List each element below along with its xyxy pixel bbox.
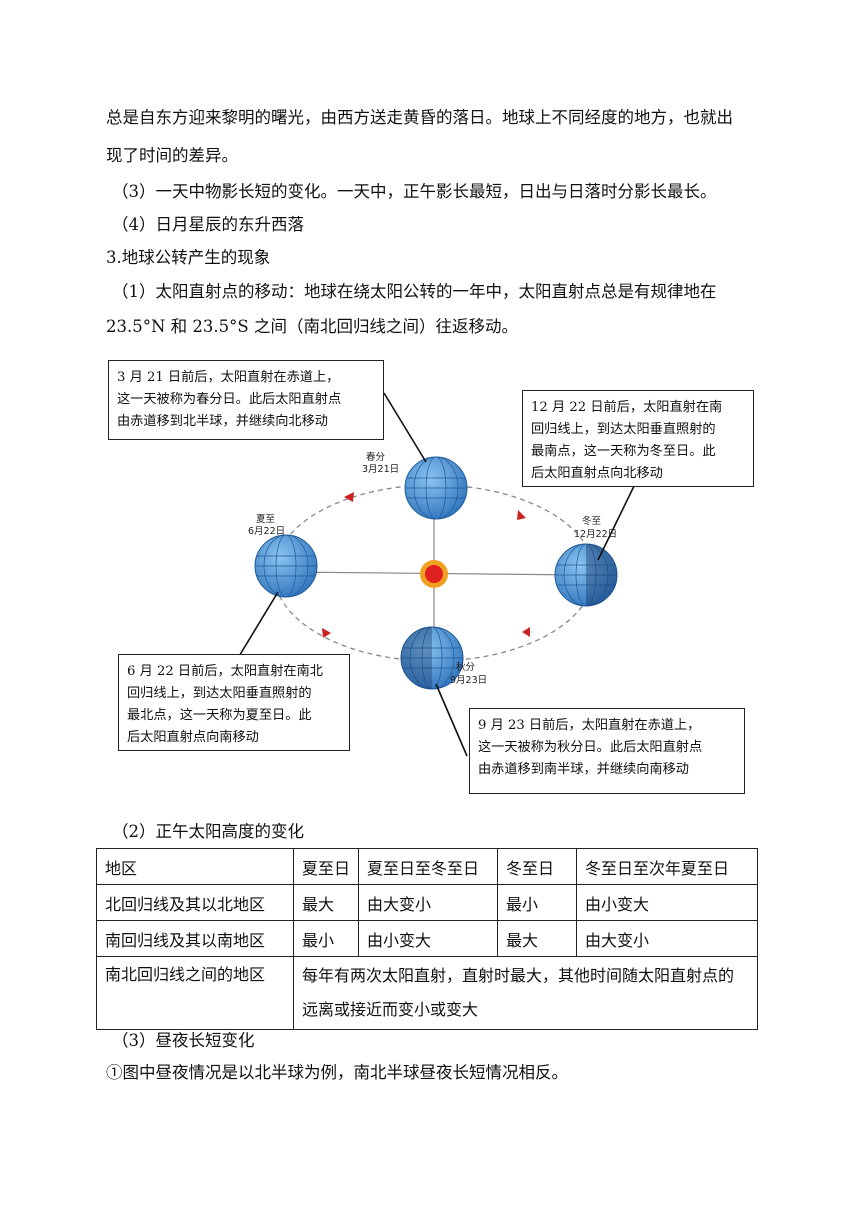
table-cell: 每年有两次太阳直射，直射时最大，其他时间随太阳直射点的远离或接近而变小或变大	[294, 957, 758, 1030]
callout-summer-solstice: 6 月 22 日前后，太阳直射在南北 回归线上，到达太阳垂直照射的 最北点，这一…	[118, 654, 350, 751]
table-cell: 由小变大	[359, 921, 498, 957]
callout-line: 回归线上，到达太阳垂直照射的	[127, 683, 341, 705]
table-row: 北回归线及其以北地区 最大 由大变小 最小 由小变大	[97, 885, 758, 921]
table-cell: 最小	[498, 885, 577, 921]
orbit-arrow-icon	[522, 627, 530, 637]
callout-line: 9 月 23 日前后，太阳直射在赤道上，	[478, 715, 736, 737]
label-spring-date: 3月21日	[362, 464, 399, 475]
label-spring-name: 春分	[366, 451, 386, 463]
table-row: 南北回归线之间的地区 每年有两次太阳直射，直射时最大，其他时间随太阳直射点的远离…	[97, 957, 758, 1030]
callout-line: 最北点，这一天称为夏至日。此	[127, 705, 341, 727]
table-header-cell: 冬至日至次年夏至日	[577, 849, 758, 885]
callout-line: 最南点，这一天称为冬至日。此	[531, 441, 745, 463]
paragraph-8: ①图中昼夜情况是以北半球为例，南北半球昼夜长短情况相反。	[106, 1062, 568, 1084]
callout-line: 由赤道移到北半球，并继续向北移动	[117, 411, 375, 433]
callout-line: 这一天被称为秋分日。此后太阳直射点	[478, 737, 736, 759]
callout-line: 6 月 22 日前后，太阳直射在南北	[127, 661, 341, 683]
table-cell: 最小	[294, 921, 359, 957]
earth-winter-icon	[555, 544, 617, 606]
orbit-arrow-icon	[344, 492, 354, 502]
label-summer-date: 6月22日	[248, 526, 285, 537]
table-header-cell: 冬至日	[498, 849, 577, 885]
sun-icon	[420, 560, 448, 588]
label-autumn-date: 9月23日	[450, 675, 487, 686]
table-header-cell: 夏至日至冬至日	[359, 849, 498, 885]
table-cell: 南回归线及其以南地区	[97, 921, 294, 957]
paragraph-7: （3）昼夜长短变化	[112, 1030, 255, 1052]
orbit-arrow-icon	[517, 510, 526, 520]
table-cell: 由大变小	[359, 885, 498, 921]
callout-autumn-equinox: 9 月 23 日前后，太阳直射在赤道上， 这一天被称为秋分日。此后太阳直射点 由…	[469, 708, 745, 794]
label-autumn-name: 秋分	[456, 661, 476, 673]
pointer-line	[238, 592, 278, 658]
orbit-arrow-icon	[322, 628, 331, 638]
pointer-line	[598, 482, 636, 560]
callout-line: 这一天被称为春分日。此后太阳直射点	[117, 389, 375, 411]
callout-line: 3 月 21 日前后，太阳直射在赤道上，	[117, 367, 375, 389]
label-summer-name: 夏至	[256, 514, 275, 525]
paragraph-6: （2）正午太阳高度的变化	[112, 821, 304, 843]
table-row: 南回归线及其以南地区 最小 由小变大 最大 由大变小	[97, 921, 758, 957]
table-cell: 最大	[498, 921, 577, 957]
table-header-cell: 夏至日	[294, 849, 359, 885]
table-cell: 南北回归线之间的地区	[97, 957, 294, 1030]
table-header-row: 地区 夏至日 夏至日至冬至日 冬至日 冬至日至次年夏至日	[97, 849, 758, 885]
table-cell: 由大变小	[577, 921, 758, 957]
callout-line: 后太阳直射点向南移动	[127, 727, 341, 749]
pointer-line	[384, 393, 426, 462]
noon-sun-altitude-table: 地区 夏至日 夏至日至冬至日 冬至日 冬至日至次年夏至日 北回归线及其以北地区 …	[96, 848, 758, 1030]
callout-line: 12 月 22 日前后，太阳直射在南	[531, 397, 745, 419]
label-winter-date: 12月22日	[574, 529, 617, 540]
callout-spring-equinox: 3 月 21 日前后，太阳直射在赤道上， 这一天被称为春分日。此后太阳直射点 由…	[108, 360, 384, 440]
table-cell: 由小变大	[577, 885, 758, 921]
table-cell: 北回归线及其以北地区	[97, 885, 294, 921]
callout-line: 后太阳直射点向北移动	[531, 463, 745, 485]
table-header-cell: 地区	[97, 849, 294, 885]
label-winter-name: 冬至	[582, 515, 601, 527]
table-cell: 最大	[294, 885, 359, 921]
callout-winter-solstice: 12 月 22 日前后，太阳直射在南 回归线上，到达太阳垂直照射的 最南点，这一…	[522, 390, 754, 487]
earth-spring-icon	[405, 457, 467, 519]
callout-line: 由赤道移到南半球，并继续向南移动	[478, 759, 736, 781]
pointer-line	[436, 684, 467, 756]
callout-line: 回归线上，到达太阳垂直照射的	[531, 419, 745, 441]
earth-summer-icon	[255, 535, 317, 597]
